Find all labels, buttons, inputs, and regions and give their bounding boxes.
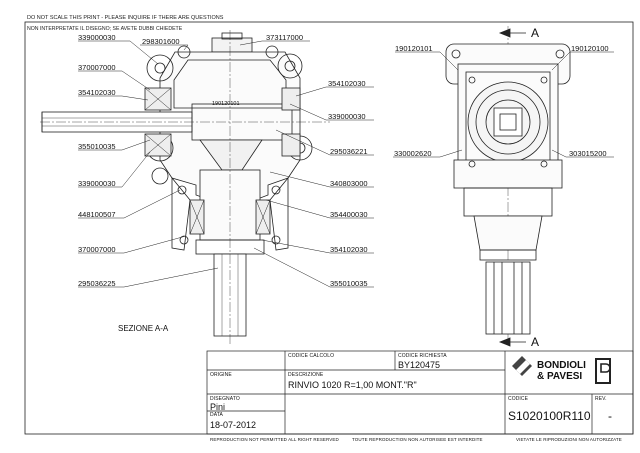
codice-richiesta-label: CODICE RICHIESTA	[398, 353, 447, 359]
rev-value: -	[608, 409, 612, 423]
center-part-label: 190120101	[212, 101, 240, 107]
callout-370007000-a: 370007000	[78, 63, 116, 72]
codice-calcolo-label: CODICE CALCOLO	[288, 353, 335, 359]
callout-448100507: 448100507	[78, 210, 116, 219]
codice-label: CODICE	[508, 396, 529, 402]
data-value: 18-07-2012	[210, 420, 257, 430]
company-name-line2: & PAVESI	[537, 371, 583, 382]
footer-left: REPRODUCTION NOT PERMITTED ALL RIGHT RES…	[210, 437, 339, 442]
callout-373117000: 373117000	[266, 33, 303, 42]
disegnato-value: Pini	[210, 402, 226, 412]
callout-339000030-b: 339000030	[328, 112, 366, 121]
origine-label: ORIGINE	[210, 372, 232, 378]
callout-190120100: 190120100	[571, 44, 609, 53]
callout-354102030-c: 354102030	[330, 245, 368, 254]
leader-lines-left	[78, 40, 374, 288]
callout-355010035-a: 355010035	[78, 142, 116, 151]
section-view	[40, 30, 330, 345]
callout-354102030-b: 354102030	[328, 79, 366, 88]
side-view	[445, 26, 571, 347]
codice-richiesta-value: BY120475	[398, 360, 441, 370]
callout-370007000-b: 370007000	[78, 245, 116, 254]
callout-303015200: 303015200	[569, 149, 607, 158]
footer-mid: TOUTE REPRODUCTION NON AUTORISEE EST INT…	[352, 437, 483, 442]
callout-295036221: 295036221	[330, 147, 368, 156]
descrizione-value: RINVIO 1020 R=1,00 MONT."R"	[288, 380, 417, 390]
callout-190120101: 190120101	[395, 44, 433, 53]
callout-330002620: 330002620	[394, 149, 432, 158]
codice-value: S1020100R110	[508, 409, 591, 423]
footer-right: VIETATE LE RIPRODUZIONI NON AUTORIZZATE	[516, 437, 622, 442]
company-name-line1: BONDIOLI	[537, 360, 586, 371]
callout-354102030-a: 354102030	[78, 88, 116, 97]
callout-355010035-b: 355010035	[330, 279, 368, 288]
callout-340803000: 340803000	[330, 179, 368, 188]
section-marker-top: A	[531, 26, 539, 40]
callout-354400030: 354400030	[330, 210, 368, 219]
callout-339000030-a: 339000030	[78, 33, 116, 42]
section-label: SEZIONE A-A	[118, 324, 169, 333]
callout-298301600: 298301600	[142, 37, 180, 46]
leader-lines-right	[393, 51, 614, 158]
callout-339000030-c: 339000030	[78, 179, 116, 188]
rev-label: REV.	[595, 396, 607, 402]
company-logo	[512, 356, 611, 384]
data-label: DATA	[210, 412, 223, 418]
section-marker-bottom: A	[531, 335, 539, 349]
header-note-2: NON INTERPRETATE IL DISEGNO; SE AVETE DU…	[27, 26, 183, 32]
callout-295036225: 295036225	[78, 279, 116, 288]
descrizione-label: DESCRIZIONE	[288, 372, 324, 378]
title-block	[206, 350, 634, 435]
header-note-1: DO NOT SCALE THIS PRINT - PLEASE INQUIRE…	[27, 15, 224, 21]
disegnato-label: DISEGNATO	[210, 396, 240, 402]
